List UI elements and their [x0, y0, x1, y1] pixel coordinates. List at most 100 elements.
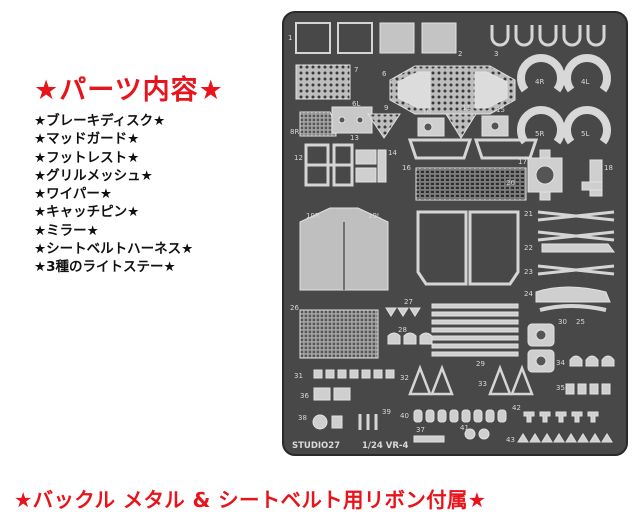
part-label: 29 [476, 360, 485, 368]
part-label: 5R [535, 130, 544, 138]
part-31 [313, 369, 395, 379]
list-item: ★ブレーキディスク★ [34, 113, 166, 129]
part-17 [527, 149, 563, 201]
part-label: 21 [524, 210, 533, 218]
part-5-brake-discs [517, 106, 611, 145]
part-14 [355, 149, 387, 183]
part-37 [413, 435, 445, 443]
part-42 [523, 411, 599, 423]
list-item: ★マッドガード★ [34, 131, 140, 148]
part-24 [535, 286, 611, 303]
list-item: ★ミラー★ [34, 222, 99, 239]
part-11 [445, 113, 477, 139]
part-22 [541, 243, 615, 253]
part-2b [421, 22, 457, 54]
part-label: 2 [458, 50, 462, 58]
part-33 [488, 364, 534, 396]
part-label: 1 [288, 34, 292, 42]
part-label: 11 [462, 104, 471, 112]
list-item: ★3種のライトステー★ [34, 259, 176, 276]
list-item: ★グリルメッシュ★ [34, 167, 153, 184]
part-label: 38 [298, 414, 307, 422]
part-label: 18 [604, 164, 613, 172]
part-40 [413, 409, 507, 423]
part-9 [367, 113, 401, 139]
part-label: 6L [352, 100, 360, 108]
part-18 [581, 159, 603, 197]
list-item: ★キャッチピン★ [34, 204, 140, 221]
part-label: 8R [290, 128, 299, 136]
sheet-brand: STUDIO27 [292, 441, 340, 451]
part-label: 20 [506, 179, 515, 187]
part-label: 7 [354, 66, 358, 74]
part-41 [464, 428, 490, 440]
part-label: 28 [398, 326, 407, 334]
part-label: 6 [382, 70, 387, 78]
list-item: ★シートベルトハーネス★ [34, 241, 194, 258]
part-27 [385, 307, 421, 317]
part-12 [304, 143, 354, 187]
part-label: 24 [524, 290, 533, 298]
part-1 [295, 22, 373, 54]
part-4-brake-discs [517, 54, 611, 93]
part-21-wipers [537, 210, 615, 242]
part-2 [379, 22, 415, 54]
part-label: 31 [294, 372, 303, 380]
part-label: 13 [350, 134, 359, 142]
part-label: 22 [524, 244, 533, 252]
sheet-model: 1/24 VR-4 [362, 441, 408, 451]
part-38 [312, 414, 343, 430]
part-label: 35 [556, 384, 565, 392]
part-3 [490, 25, 606, 47]
part-label: 14 [388, 149, 397, 157]
part-32 [408, 364, 454, 396]
part-label: 37 [416, 426, 425, 434]
part-label: 19L [368, 212, 381, 220]
part-label: 42 [512, 404, 521, 412]
footer-note: ★バックル メタル & シートベルト用リボン付属★ [14, 488, 487, 512]
part-20-grille-mesh [415, 167, 527, 201]
part-label: 4R [535, 78, 544, 86]
part-label: 39 [382, 408, 391, 416]
part-28 [387, 332, 433, 345]
photo-etched-sheet: 1 2 3 4R 4L 5R 5L 6 6L 7 8R 9 10 11 12 1… [280, 10, 630, 457]
part-label: 16 [402, 164, 411, 172]
part-label: 15 [496, 106, 505, 114]
part-label: 27 [404, 298, 413, 306]
part-label: 10 [422, 108, 431, 116]
part-7 [295, 64, 351, 100]
part-label: 4L [581, 78, 589, 86]
part-label: 5L [581, 130, 589, 138]
part-6L [331, 106, 373, 134]
part-label: 25 [576, 318, 585, 326]
part-label: 40 [400, 412, 409, 420]
part-43 [517, 433, 613, 443]
part-25-harness-mesh [299, 309, 379, 359]
part-label: 32 [400, 374, 409, 382]
part-16 [407, 138, 473, 160]
list-item: ★フットレスト★ [34, 149, 140, 166]
parts-contents-title: ★パーツ内容★ [34, 75, 224, 106]
part-label: 43 [506, 436, 515, 444]
part-label: 19R [306, 212, 320, 220]
part-30 [527, 323, 555, 373]
part-label: 30 [558, 318, 567, 326]
part-34 [569, 355, 615, 367]
part-label: 12 [294, 154, 303, 162]
part-label: 23 [524, 268, 533, 276]
part-39 [358, 414, 378, 430]
parts-contents-list: ★ブレーキディスク★ ★マッドガード★ ★フットレスト★ ★グリルメッシュ★ ★… [34, 112, 193, 277]
part-23 [537, 264, 615, 276]
part-label: 41 [460, 424, 469, 432]
part-35 [565, 383, 611, 395]
part-label: 9 [384, 104, 388, 112]
part-label: 34 [556, 359, 565, 367]
part-29-harness-straps [431, 303, 519, 357]
part-label: 33 [478, 380, 487, 388]
part-label: 17 [518, 158, 527, 166]
part-36 [313, 387, 351, 401]
part-26 [416, 210, 520, 286]
part-label: 26 [290, 304, 299, 312]
part-label: 36 [300, 392, 309, 400]
part-label: 3 [494, 50, 498, 58]
